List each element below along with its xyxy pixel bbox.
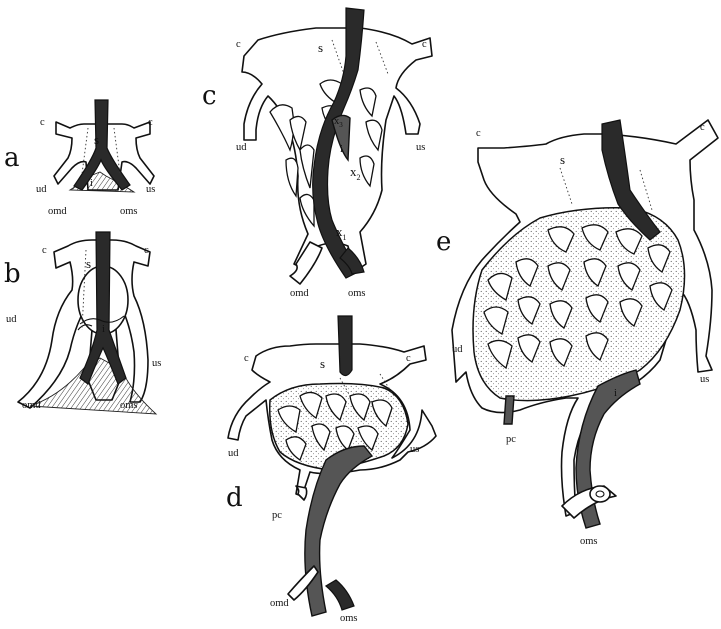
label-c-left-e: c — [476, 128, 481, 139]
label-us-e: us — [700, 374, 709, 385]
label-s-c: s — [318, 40, 323, 55]
label-s-d: s — [320, 356, 325, 371]
label-omd-a: omd — [48, 206, 67, 217]
label-c-right-d: c — [406, 353, 411, 364]
label-us-b: us — [152, 358, 161, 369]
figure-letter-c: c — [202, 81, 217, 111]
label-oms-b: oms — [120, 400, 138, 411]
label-i-e: i — [614, 388, 617, 399]
figure-letter-d: d — [226, 483, 243, 513]
label-c-right-c: c — [422, 39, 427, 50]
label-s-e: s — [560, 152, 565, 167]
figure-letter-e: e — [436, 227, 451, 257]
label-c-right-a: c — [148, 117, 153, 128]
label-ud-e: ud — [452, 344, 463, 355]
label-oms-d: oms — [340, 613, 358, 624]
label-ud-a: ud — [36, 184, 47, 195]
label-oms-c: oms — [348, 288, 366, 299]
label-omd-c: omd — [290, 288, 309, 299]
label-us-d: us — [410, 444, 419, 455]
figure-letter-b: b — [4, 259, 21, 289]
label-i-a: i — [90, 178, 93, 189]
label-us-a: us — [146, 184, 155, 195]
label-c-right-e: c — [700, 122, 705, 133]
label-c-left-d: c — [244, 353, 249, 364]
label-oms-e: oms — [580, 536, 598, 547]
label-oms-a: oms — [120, 206, 138, 217]
label-omd-d: omd — [270, 598, 289, 609]
figure-letter-a: a — [4, 143, 20, 173]
figure-b: b c c s i ud us omd oms — [4, 232, 161, 414]
figure-a: a c c s i ud us omd oms — [4, 100, 155, 217]
label-s-b: s — [86, 256, 91, 271]
label-i-c: i — [340, 144, 343, 155]
label-ud-d: ud — [228, 448, 239, 459]
label-c-left-b: c — [42, 245, 47, 256]
label-ud-b: ud — [6, 314, 17, 325]
label-i-b: i — [102, 324, 105, 335]
label-c-left-c: c — [236, 39, 241, 50]
label-c-left-a: c — [40, 117, 45, 128]
figure-e: e — [436, 120, 718, 547]
figure-d: d c c s ud us pc omd oms — [226, 316, 436, 624]
label-pc-e: pc — [506, 434, 516, 445]
label-omd-b: omd — [22, 400, 41, 411]
figure-c: c c c s i x3 x2 x1 ud us omd — [202, 8, 432, 299]
label-c-right-b: c — [144, 245, 149, 256]
label-ud-c: ud — [236, 142, 247, 153]
label-s-a: s — [94, 132, 99, 147]
label-us-c: us — [416, 142, 425, 153]
label-pc-d: pc — [272, 510, 282, 521]
